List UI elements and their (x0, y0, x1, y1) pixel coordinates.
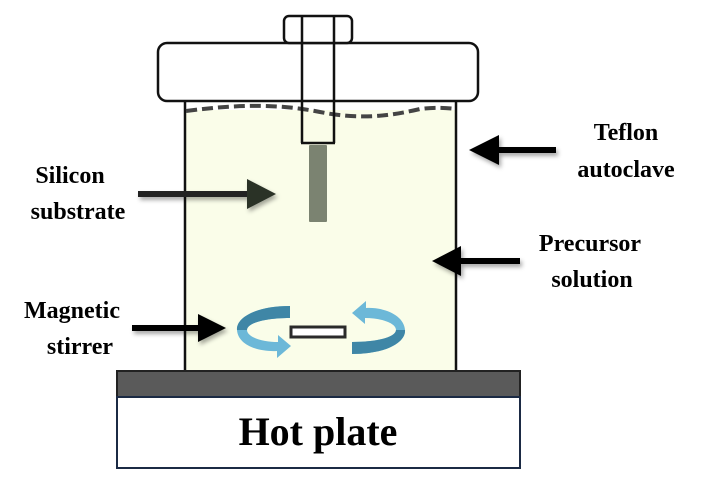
precursor-label-line2: solution (551, 267, 632, 293)
hot-plate: Hot plate (116, 370, 521, 469)
precursor-label-line1: Precursor (539, 231, 642, 257)
teflon-arrow-icon (469, 135, 556, 165)
bolt-head (282, 14, 354, 45)
silicon-label-line1: Silicon (35, 163, 104, 189)
liquid-surface-line (185, 103, 457, 119)
autoclave-lid (156, 41, 480, 103)
hot-plate-top (116, 370, 521, 398)
hot-plate-label: Hot plate (239, 409, 398, 454)
teflon-label-line1: Teflon (594, 120, 658, 146)
precursor-arrow-icon (432, 246, 520, 276)
stirrer-rotation-arrows (236, 301, 406, 358)
magnetic-label-line1: Magnetic (24, 298, 120, 324)
teflon-label-line2: autoclave (577, 157, 675, 183)
silicon-substrate (309, 145, 327, 222)
substrate-holder (300, 16, 336, 145)
magnetic-stirrer-bar (289, 325, 347, 339)
magnetic-label-line2: stirrer (47, 334, 114, 360)
silicon-label-line2: substrate (31, 199, 126, 225)
magnetic-arrow-icon (132, 314, 226, 342)
hot-plate-body (116, 396, 521, 469)
silicon-arrow-icon (138, 179, 276, 209)
